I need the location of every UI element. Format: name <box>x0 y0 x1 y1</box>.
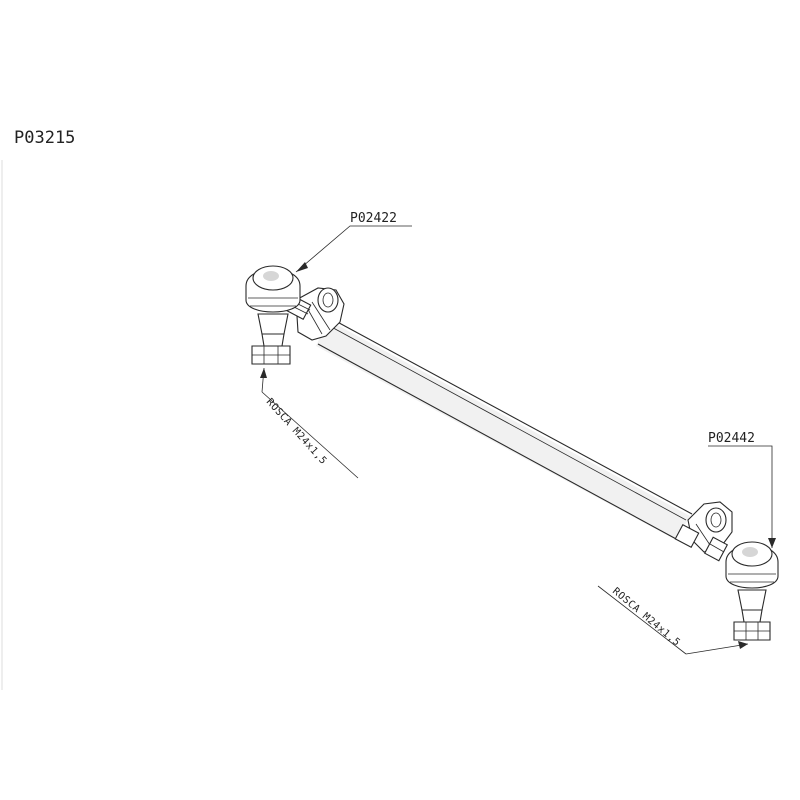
right-ball-joint-label: P02442 <box>708 431 755 446</box>
tie-rod-tube <box>316 317 693 541</box>
right-label-leader <box>708 445 776 548</box>
left-ball-joint <box>245 265 301 365</box>
left-clamp <box>295 287 345 341</box>
right-clamp <box>687 501 733 553</box>
part-number-title: P03215 <box>14 128 75 148</box>
left-thread-label: ROSCA M24x1,5 <box>264 397 329 467</box>
right-adjuster-nut <box>674 523 729 562</box>
left-label-leader <box>295 225 412 273</box>
right-thread-label: ROSCA M24x1,5 <box>610 586 682 649</box>
right-ball-joint <box>725 541 779 641</box>
right-thread-leader <box>597 585 749 655</box>
left-thread-leader <box>260 367 359 479</box>
left-ball-joint-label: P02422 <box>350 211 397 226</box>
